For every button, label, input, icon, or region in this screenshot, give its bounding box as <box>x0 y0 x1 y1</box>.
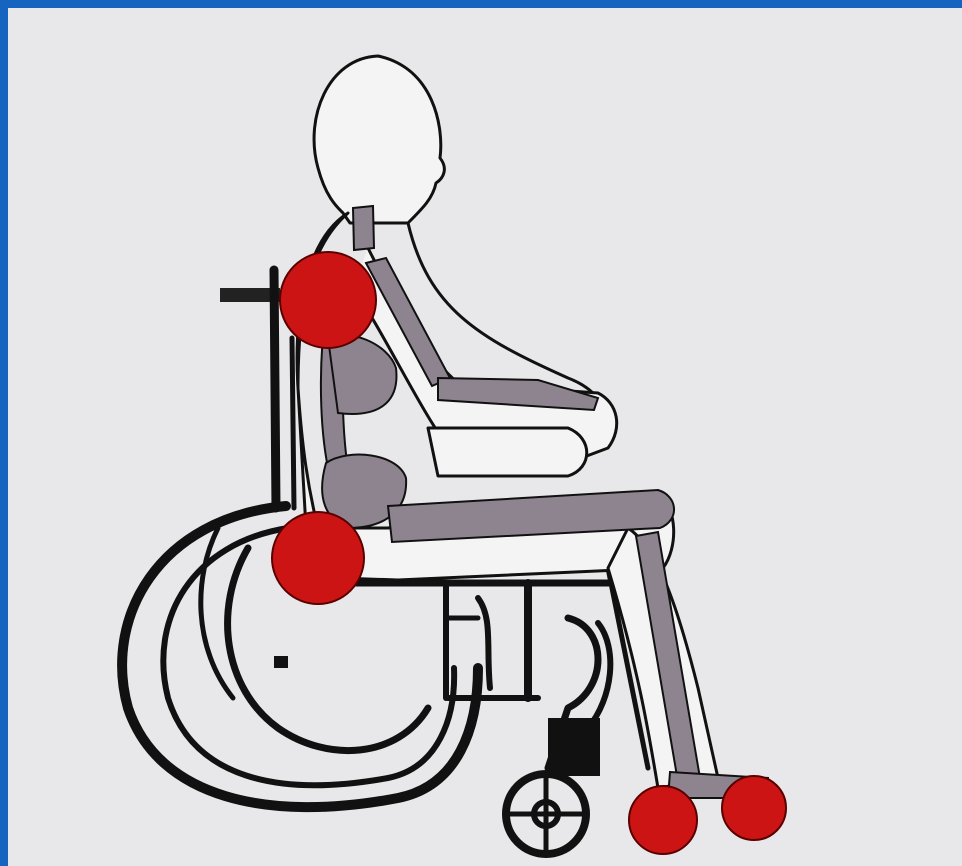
head <box>314 56 444 223</box>
illustration-panel <box>8 8 962 866</box>
sacrum-pressure-point <box>272 512 364 604</box>
body-outline <box>297 56 718 788</box>
backrest-frame <box>274 270 276 508</box>
backrest-inner <box>292 338 294 508</box>
wheelchair-pressure-illustration <box>8 8 962 866</box>
heel-pressure-point-left <box>629 786 697 854</box>
shoulder-pressure-point <box>280 252 376 348</box>
armrest <box>428 428 587 476</box>
caster-block <box>548 718 600 776</box>
heel-pressure-point-right <box>722 776 786 840</box>
cervical-spine <box>353 206 374 250</box>
wheel-hub <box>274 656 288 668</box>
